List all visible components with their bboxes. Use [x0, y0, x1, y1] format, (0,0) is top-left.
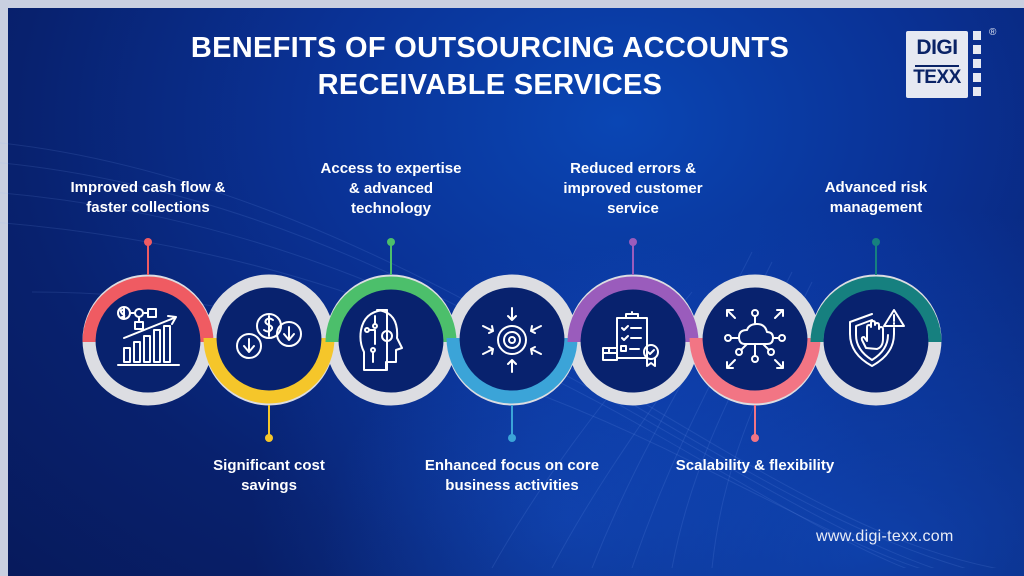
benefit-label-6: Scalability & flexibility [675, 457, 835, 474]
page-title: BENEFITS OF OUTSOURCING ACCOUNTS RECEIVA… [120, 30, 860, 104]
arc-7 [810, 276, 942, 343]
logo-text-digi: DIGI [916, 36, 958, 59]
arc-6 [689, 337, 821, 404]
digitexx-logo: DIGI TEXX ® [897, 21, 996, 99]
registered-mark: ® [989, 27, 997, 38]
arc-1 [82, 276, 214, 343]
arc-2 [203, 337, 335, 404]
arc-4 [446, 337, 578, 404]
benefit-label-1: Improved cash flow &faster collections [70, 179, 226, 216]
cost-down-icon [236, 313, 302, 359]
title-line-2: RECEIVABLE SERVICES [317, 69, 663, 101]
website-url[interactable]: www.digi-texx.com [816, 528, 954, 545]
cloud-network-icon [724, 309, 786, 369]
logo-text-texx: TEXX [913, 67, 961, 88]
target-focus-icon [482, 307, 542, 373]
arc-3 [325, 276, 457, 343]
ai-head-icon [359, 309, 403, 371]
shield-risk-icon [849, 309, 905, 367]
title-line-1: BENEFITS OF OUTSOURCING ACCOUNTS [190, 32, 790, 64]
growth-chart-icon [117, 306, 180, 366]
checklist-icon [602, 311, 659, 367]
arc-5 [567, 276, 699, 343]
